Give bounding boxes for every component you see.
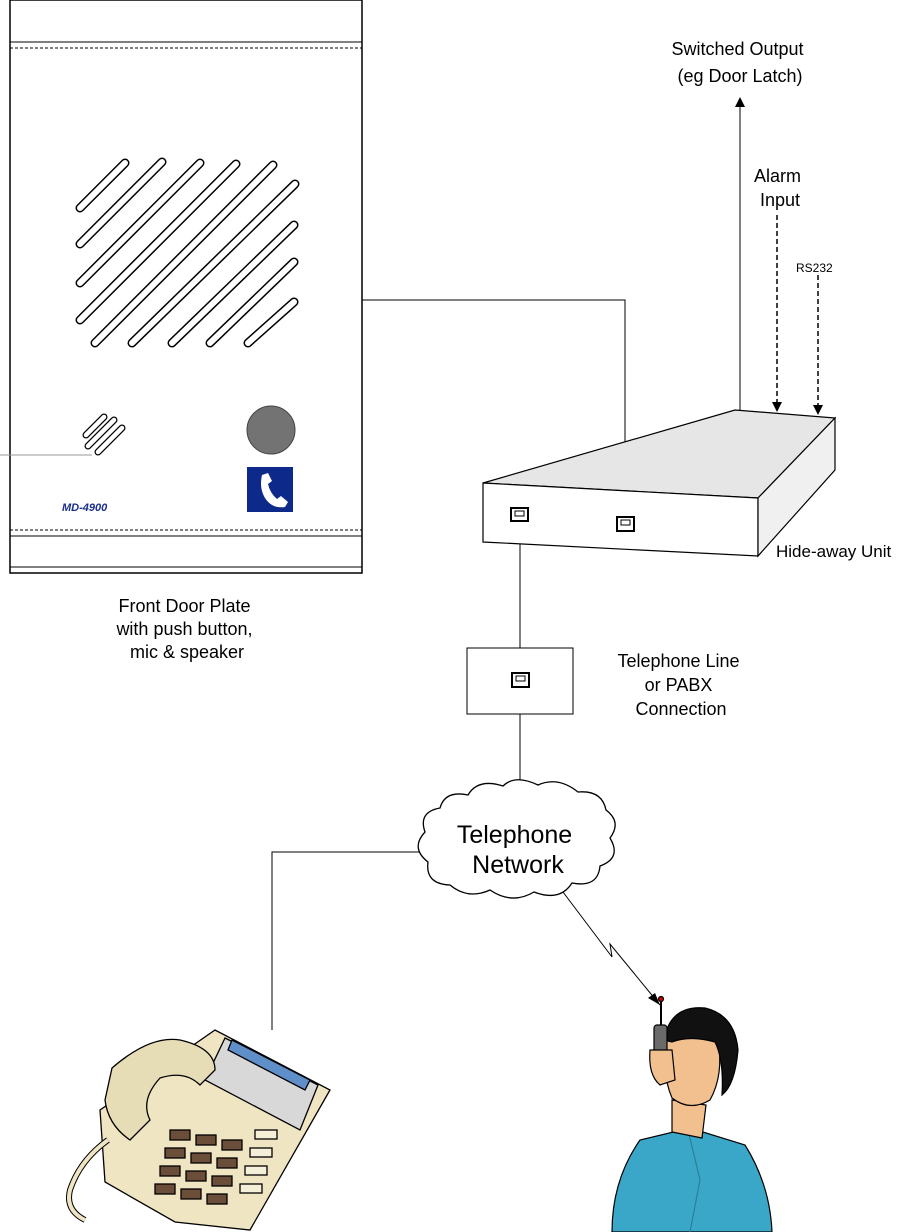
push-button xyxy=(246,405,296,455)
mic-grille xyxy=(82,413,126,456)
telephone-network-cloud xyxy=(417,779,616,899)
network-label: Telephone Network xyxy=(457,821,579,879)
telephone-line-box xyxy=(466,647,574,715)
rs232-label: RS232 xyxy=(796,261,833,275)
switched-output-label: Switched Output (eg Door Latch) xyxy=(671,39,808,86)
door-plate-caption: Front Door Plate with push button, mic &… xyxy=(115,596,257,662)
wireless-link xyxy=(562,891,661,1006)
telephone-line-label: Telephone Line or PABX Connection xyxy=(617,651,744,719)
model-label: MD-4900 xyxy=(62,502,108,514)
hideaway-unit-label: Hide-away Unit xyxy=(776,542,892,561)
alarm-input-label: Alarm Input xyxy=(754,166,806,210)
speaker-grille xyxy=(75,157,300,348)
mobile-user-icon xyxy=(611,995,773,1232)
hideaway-unit xyxy=(482,409,837,558)
front-door-plate: MD-4900 xyxy=(0,0,363,574)
desk-phone-icon xyxy=(66,1029,331,1231)
phone-badge-icon xyxy=(247,467,293,512)
